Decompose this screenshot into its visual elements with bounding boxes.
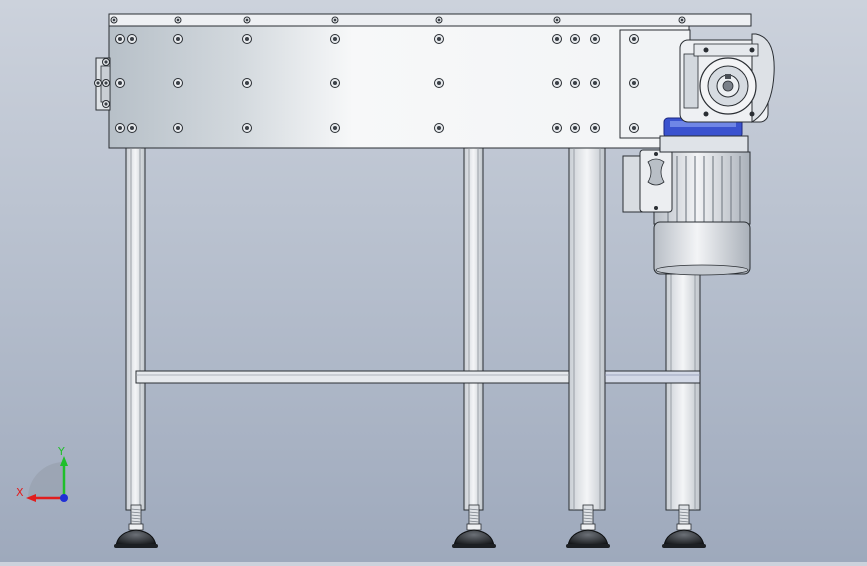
leveling-foot[interactable] [114, 504, 158, 548]
bolt [173, 123, 183, 133]
bolt [570, 123, 580, 133]
bolt [102, 100, 110, 108]
bolt [94, 79, 102, 87]
bolt [629, 123, 639, 133]
cross-brace-right[interactable] [604, 370, 701, 384]
bolt [173, 78, 183, 88]
leveling-foot[interactable] [566, 504, 610, 548]
bolt [243, 16, 251, 24]
bolt [242, 123, 252, 133]
leg-4[interactable] [665, 271, 701, 511]
bolt [330, 78, 340, 88]
coordinate-triad[interactable]: Y X [16, 445, 68, 502]
leveling-foot[interactable] [662, 504, 706, 548]
cross-brace-left[interactable] [135, 370, 570, 384]
leveling-feet [114, 504, 706, 548]
bolt [552, 34, 562, 44]
bolt [102, 58, 110, 66]
bolt [242, 34, 252, 44]
bolt [552, 78, 562, 88]
bolt [570, 78, 580, 88]
top-rail[interactable] [108, 13, 752, 27]
bolt [242, 78, 252, 88]
motor-flange[interactable] [659, 117, 749, 153]
bolt [434, 123, 444, 133]
bolt [115, 123, 125, 133]
bolt [434, 78, 444, 88]
x-axis-label: X [16, 486, 24, 499]
bolt [102, 79, 110, 87]
bolt [173, 34, 183, 44]
z-axis-dot [60, 494, 68, 502]
frame-bolts [94, 16, 686, 133]
bolt [127, 123, 137, 133]
bolt [115, 78, 125, 88]
bolt [590, 78, 600, 88]
bolt [678, 16, 686, 24]
bolt [331, 16, 339, 24]
bolt [174, 16, 182, 24]
bolt [590, 34, 600, 44]
bolt [110, 16, 118, 24]
bolt [629, 78, 639, 88]
bolt [570, 34, 580, 44]
y-axis-label: Y [57, 445, 65, 458]
bolt [115, 34, 125, 44]
leg-1[interactable] [125, 147, 146, 511]
worm-gearbox[interactable] [679, 33, 775, 123]
leg-2[interactable] [463, 147, 484, 511]
bolt [590, 123, 600, 133]
bolt [330, 34, 340, 44]
terminal-box[interactable] [622, 149, 673, 213]
side-frame-panel[interactable] [108, 25, 690, 149]
bolt [552, 123, 562, 133]
bolt [330, 123, 340, 133]
bolt [629, 34, 639, 44]
leg-3[interactable] [568, 147, 606, 511]
bolt [553, 16, 561, 24]
leveling-foot[interactable] [452, 504, 496, 548]
bolt [434, 34, 444, 44]
bolt [435, 16, 443, 24]
bolt [127, 34, 137, 44]
